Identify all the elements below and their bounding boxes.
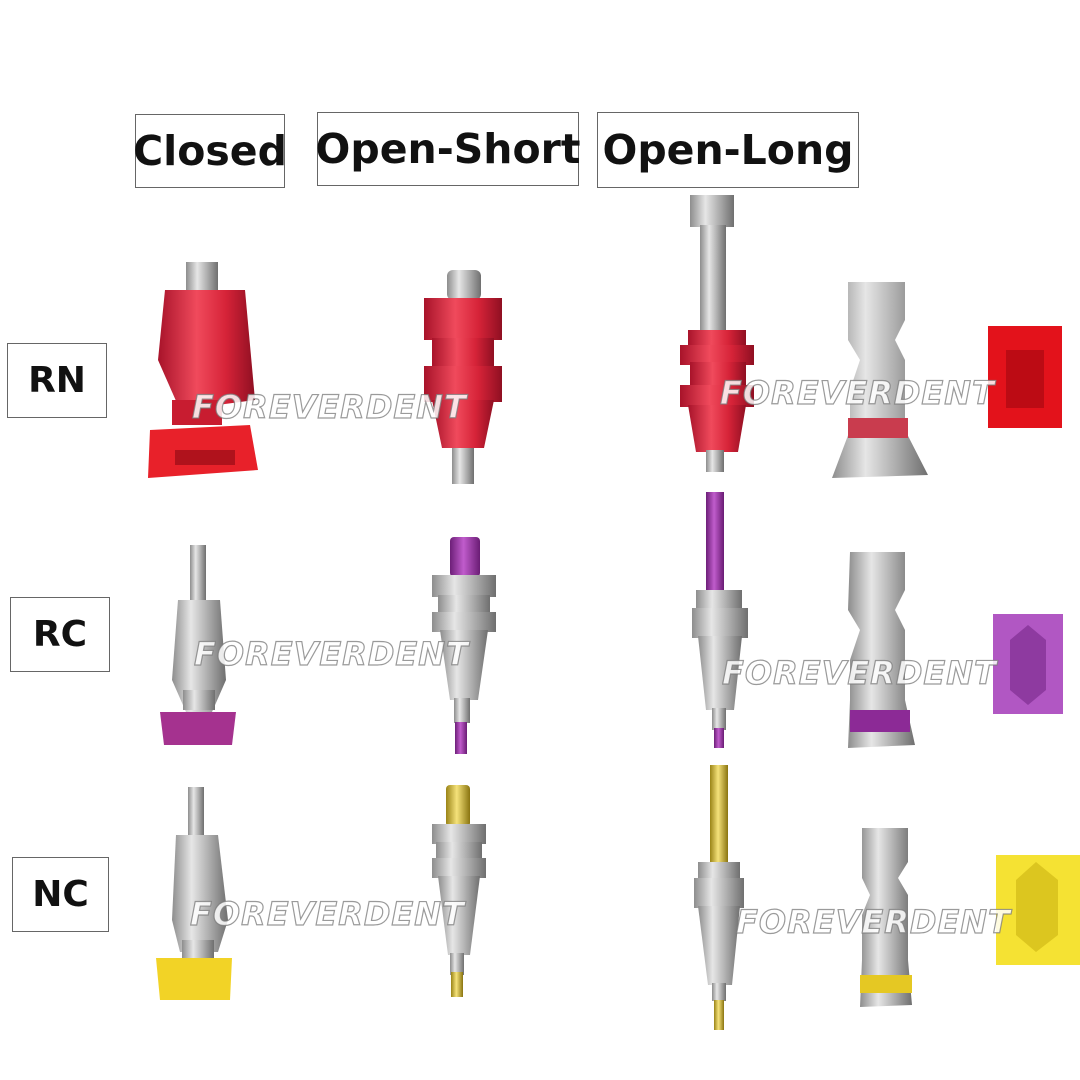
watermark-text: FOREVERDENT bbox=[735, 902, 1011, 941]
impression-coping-icon bbox=[160, 545, 236, 745]
watermark-text: FOREVERDENT bbox=[719, 373, 995, 412]
header-closed: Closed bbox=[133, 114, 287, 188]
row-label-nc: NC bbox=[12, 857, 109, 932]
impression-coping-icon bbox=[148, 262, 258, 478]
header-open-short: Open-Short bbox=[316, 112, 580, 186]
retention-clip-icon bbox=[993, 614, 1063, 714]
watermark-text: FOREVERDENT bbox=[189, 894, 465, 933]
header-open-long: Open-Long bbox=[597, 112, 859, 188]
watermark-text: FOREVERDENT bbox=[193, 634, 469, 673]
lab-analog-icon bbox=[832, 282, 928, 478]
lab-analog-icon bbox=[848, 552, 915, 748]
transfer-pin-long-icon bbox=[680, 195, 754, 472]
retention-clip-icon bbox=[988, 326, 1062, 428]
watermark-text: FOREVERDENT bbox=[191, 387, 467, 426]
impression-coping-icon bbox=[156, 787, 232, 1000]
transfer-pin-icon bbox=[432, 537, 496, 754]
watermark-text: FOREVERDENT bbox=[721, 653, 997, 692]
transfer-pin-icon bbox=[432, 785, 486, 997]
transfer-pin-icon bbox=[424, 270, 502, 484]
row-label-rn: RN bbox=[7, 343, 107, 418]
retention-clip-icon bbox=[996, 855, 1080, 965]
row-label-rc: RC bbox=[10, 597, 110, 672]
lab-analog-icon bbox=[860, 828, 912, 1007]
transfer-pin-long-icon bbox=[692, 492, 748, 748]
transfer-pin-long-icon bbox=[694, 765, 744, 1030]
